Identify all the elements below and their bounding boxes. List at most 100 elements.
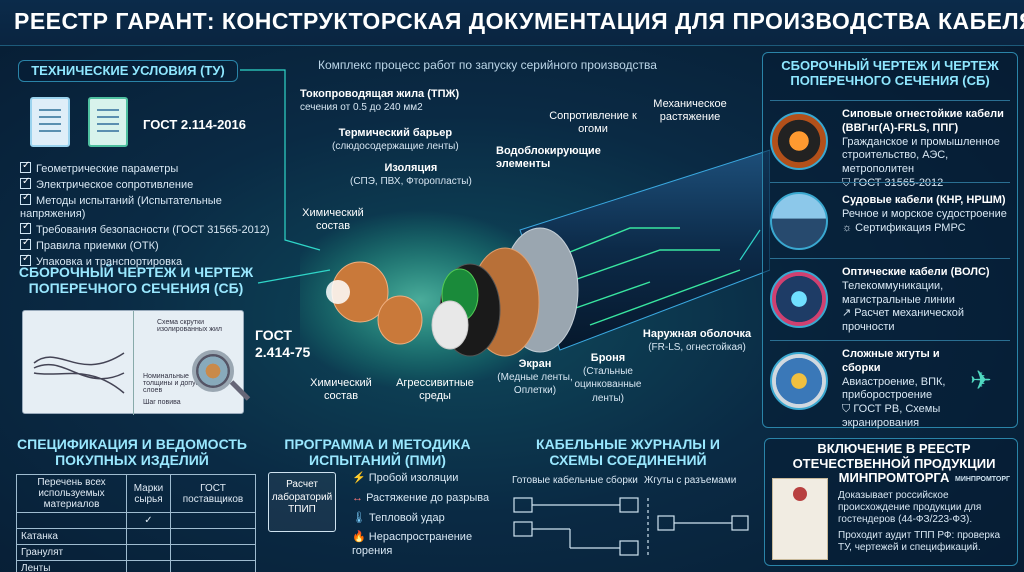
chart-icon: ↗ xyxy=(842,307,855,320)
harness-icon xyxy=(770,352,828,410)
checkbox-icon xyxy=(20,253,31,266)
spec-table: Перечень всех используемых материалов Ма… xyxy=(16,474,256,572)
lightning-icon: ⚡ xyxy=(352,472,369,484)
table-cell: Катанка xyxy=(16,528,127,545)
label-screen: Экран(Медные ленты, Оплетки) xyxy=(497,358,573,397)
airplane-icon: ✈ xyxy=(970,365,992,395)
table-cell: Гранулят xyxy=(16,544,127,561)
journals-left-label: Готовые кабельные сборки xyxy=(512,475,638,486)
tu-item: Электрическое сопротивление xyxy=(20,176,275,193)
page-subtitle: Комплекс процесс работ по запуску серийн… xyxy=(318,58,657,72)
registry-title-box: ВКЛЮЧЕНИЕ В РЕЕСТР ОТЕЧЕСТВЕННОЙ ПРОДУКЦ… xyxy=(774,441,1014,486)
shield-document-icon xyxy=(88,97,128,147)
tu-item: Методы испытаний (Испытательные напряжен… xyxy=(20,192,275,223)
product-item: Оптические кабели (ВОЛС) Телекоммуникаци… xyxy=(842,266,1014,335)
label-chemical-1: Химический состав xyxy=(302,207,364,233)
registry-title: ВКЛЮЧЕНИЕ В РЕЕСТР ОТЕЧЕСТВЕННОЙ ПРОДУКЦ… xyxy=(792,441,996,486)
pmi-title-box: ПРОГРАММА И МЕТОДИКА ИСПЫТАНИЙ (ПМИ) xyxy=(270,436,485,468)
checkbox-icon xyxy=(20,192,31,205)
label-aggressive: Агрессивитные среды xyxy=(396,377,474,403)
pmi-item: ↔ Растяжение до разрыва xyxy=(352,491,490,504)
checkbox-icon xyxy=(20,221,31,234)
tu-gost: ГОСТ 2.114-2016 xyxy=(143,117,246,132)
fiber-optic-icon xyxy=(770,270,828,328)
checkbox-icon xyxy=(20,176,31,189)
product-item: Сиповые огнестойкие кабели (ВВГнг(А)-FRL… xyxy=(842,108,1014,191)
table-header-row: Перечень всех используемых материалов Ма… xyxy=(16,474,256,513)
table-row: Катанка xyxy=(16,528,256,545)
page-title: РЕЕСТР ГАРАНТ: КОНСТРУКТОРСКАЯ ДОКУМЕНТА… xyxy=(14,8,1024,34)
checkbox-icon xyxy=(20,160,31,173)
pmi-item: ⚡ Пробой изоляции xyxy=(352,472,459,484)
journals-title: КАБЕЛЬНЫЕ ЖУРНАЛЫ И СХЕМЫ СОЕДИНЕНИЙ xyxy=(536,436,720,468)
table-row: Ленты xyxy=(16,560,256,572)
label-barrier: Термический барьер(слюдосодержащие ленты… xyxy=(332,127,459,153)
product-note: ↗ Расчет механической прочности xyxy=(842,307,965,333)
product-item: Сложные жгуты и сборки Авиастроение, ВПК… xyxy=(842,348,972,431)
pmi-calc: Расчет лабораторий ТПИП xyxy=(271,479,333,515)
pmi-item: 🌡 Тепловой удар xyxy=(352,511,445,524)
registry-text-1: Доказывает российское происхождение прод… xyxy=(838,490,982,525)
document-icon xyxy=(30,97,70,147)
tu-title: ТЕХНИЧЕСКИЕ УСЛОВИЯ (ТУ) xyxy=(31,63,225,78)
product-note: ☼ Сертификация РМРС xyxy=(842,221,966,234)
pmi-item: 🔥 Нераспространение горения xyxy=(352,531,473,557)
product-note: ⛉ ГОСТ РВ, Схемы экранирования xyxy=(842,403,941,429)
sb-left-title-box: СБОРОЧНЫЙ ЧЕРТЕЖ И ЧЕРТЕЖ ПОПЕРЕЧНОГО СЕ… xyxy=(16,264,256,296)
sb-left-title: СБОРОЧНЫЙ ЧЕРТЕЖ И ЧЕРТЕЖ ПОПЕРЕЧНОГО СЕ… xyxy=(18,264,254,296)
magnifier-icon xyxy=(192,350,234,392)
light-flare xyxy=(326,280,350,304)
sb-left-gost: ГОСТ 2.414-75 xyxy=(255,327,311,360)
circuit-lines xyxy=(549,227,741,326)
harness-drawing-icon xyxy=(33,352,125,394)
divider xyxy=(770,100,1010,101)
label-chemical-2: Химический состав xyxy=(310,377,372,403)
journals-right-label: Жгуты с разъемами xyxy=(644,475,737,486)
table-header: Марки сырья xyxy=(126,474,171,513)
journals-title-box: КАБЕЛЬНЫЕ ЖУРНАЛЫ И СХЕМЫ СОЕДИНЕНИЙ xyxy=(518,436,738,468)
thermometer-icon: 🌡 xyxy=(352,511,370,524)
copper-conductor xyxy=(377,295,423,345)
pmi-title: ПРОГРАММА И МЕТОДИКА ИСПЫТАНИЙ (ПМИ) xyxy=(284,436,471,468)
label-armor: Броня(Стальные оцинкованные ленты) xyxy=(574,352,642,404)
connection-schematic xyxy=(513,497,749,556)
table-header: ГОСТ поставщиков xyxy=(170,474,256,513)
divider xyxy=(770,258,1010,259)
checkbox-icon xyxy=(20,237,31,250)
label-mechanical: Механическое растяжение xyxy=(653,98,727,124)
label-conductor: Токопроводящая жила (ТПЖ)сечения от 0.5 … xyxy=(300,88,460,114)
tu-item: Требования безопасности (ГОСТ 31565-2012… xyxy=(20,221,275,238)
divider xyxy=(770,340,1010,341)
white-core xyxy=(431,300,469,350)
table-cell: Ленты xyxy=(16,560,127,572)
label-sheath: Наружная оболочка(FR-LS, огнестойкая) xyxy=(642,328,752,354)
tu-title-box: ТЕХНИЧЕСКИЕ УСЛОВИЯ (ТУ) xyxy=(18,60,238,82)
sb-right-title: СБОРОЧНЫЙ ЧЕРТЕЖ И ЧЕРТЕЖ ПОПЕРЕЧНОГО СЕ… xyxy=(781,58,999,88)
drawing-note: Номинальные толщины и допуски слоев xyxy=(143,373,206,394)
label-insulation: Изоляция(СПЭ, ПВХ, Фторопласты) xyxy=(350,162,472,188)
header-bar xyxy=(0,0,1024,46)
tu-item: Геометрические параметры xyxy=(20,160,275,177)
seal-icon xyxy=(793,487,807,501)
ship-icon xyxy=(770,192,828,250)
fire-cable-icon xyxy=(770,112,828,170)
product-item: Судовые кабели (КНР, НРШМ) Речное и морс… xyxy=(842,194,1014,235)
table-row: ✓ xyxy=(16,512,256,529)
tu-checklist: Геометрические параметры Электрическое с… xyxy=(20,160,275,270)
divider xyxy=(770,182,1010,183)
drawing-note: Схема скрутки изолированных жил xyxy=(157,319,222,333)
tu-item: Правила приемки (ОТК) xyxy=(20,237,275,254)
product-note: ⛉ ГОСТ 31565-2012 xyxy=(842,177,1014,191)
pmi-calc-box: Расчет лабораторий ТПИП xyxy=(268,472,336,532)
tu-item: Упаковка и транспортировка xyxy=(20,253,275,270)
check-mark: ✓ xyxy=(126,512,171,529)
book-spine xyxy=(133,311,134,415)
table-row: Гранулят xyxy=(16,544,256,561)
cable-illustration xyxy=(300,149,770,390)
drawing-note: Шаг повива xyxy=(143,399,181,406)
shield-icon: ⛉ xyxy=(842,403,854,415)
label-water-block: Водоблокирующие элементы xyxy=(496,145,601,171)
table-header: Перечень всех используемых материалов xyxy=(16,474,127,513)
pmi-list: ⚡ Пробой изоляции ↔ Растяжение до разрыв… xyxy=(352,472,492,559)
label-fire-resistance: Сопротивление к огоми xyxy=(549,110,637,136)
